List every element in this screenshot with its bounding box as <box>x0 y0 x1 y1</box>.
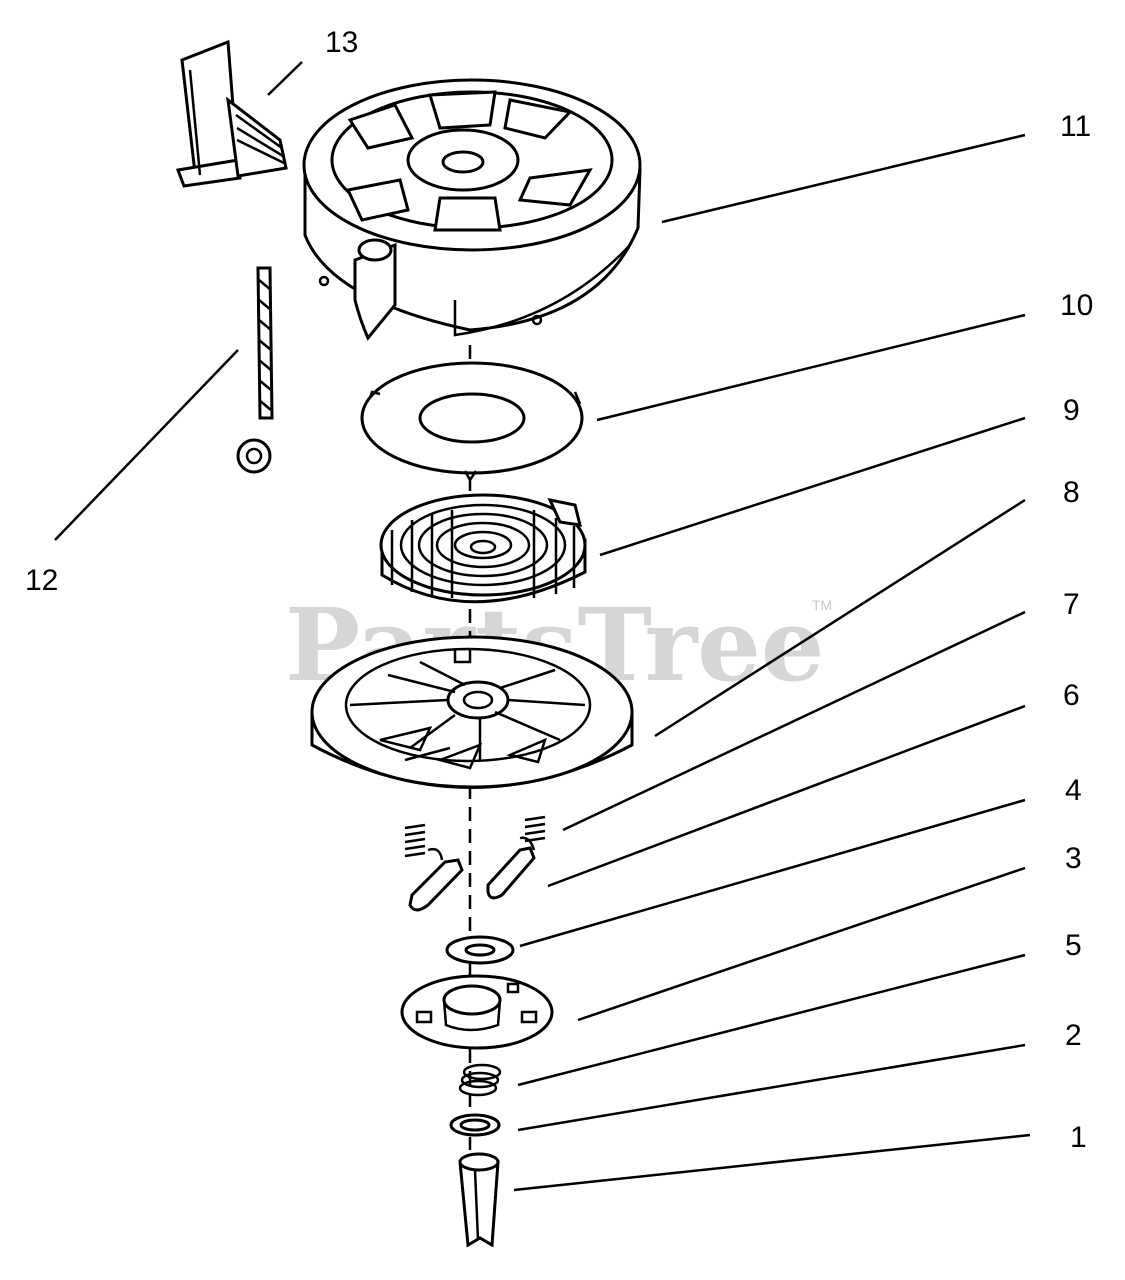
callout-3: 3 <box>1065 842 1082 875</box>
part-13-handle <box>175 39 288 188</box>
callout-12: 12 <box>25 564 58 597</box>
part-7-springs <box>404 815 546 858</box>
leader-4 <box>519 798 1026 948</box>
part-8-pulley <box>310 635 634 789</box>
leader-3 <box>577 866 1026 1022</box>
part-2-ring <box>449 1113 501 1137</box>
part-1-pin <box>458 1152 500 1248</box>
part-9-spring <box>379 493 587 604</box>
callout-5: 5 <box>1065 929 1082 962</box>
callout-7: 7 <box>1063 588 1080 621</box>
part-4-washer <box>445 935 515 965</box>
leader-7 <box>562 610 1026 832</box>
callout-6: 6 <box>1063 679 1080 712</box>
leader-2 <box>517 1043 1026 1132</box>
part-11-housing <box>302 78 642 341</box>
part-12-rope <box>236 266 274 474</box>
leader-8 <box>654 498 1026 738</box>
callout-8: 8 <box>1063 476 1080 509</box>
part-6-pawls <box>408 836 536 912</box>
part-5-small-spring <box>458 1063 502 1097</box>
callout-1: 1 <box>1070 1121 1087 1154</box>
callout-9: 9 <box>1063 394 1080 427</box>
leader-1 <box>513 1133 1031 1192</box>
callout-10: 10 <box>1060 289 1093 322</box>
watermark-tm: TM <box>812 597 832 613</box>
callout-2: 2 <box>1065 1019 1082 1052</box>
callout-11: 11 <box>1060 110 1091 143</box>
leader-5 <box>517 953 1026 1087</box>
callout-13: 13 <box>325 26 358 59</box>
leader-11 <box>661 133 1026 224</box>
leader-9 <box>599 416 1026 557</box>
leader-12 <box>54 349 239 541</box>
callout-4: 4 <box>1065 774 1082 807</box>
leader-10 <box>596 313 1026 422</box>
leader-6 <box>547 704 1026 888</box>
part-3-retainer <box>400 974 554 1050</box>
leader-13 <box>267 61 303 96</box>
part-10-plate <box>360 361 584 483</box>
